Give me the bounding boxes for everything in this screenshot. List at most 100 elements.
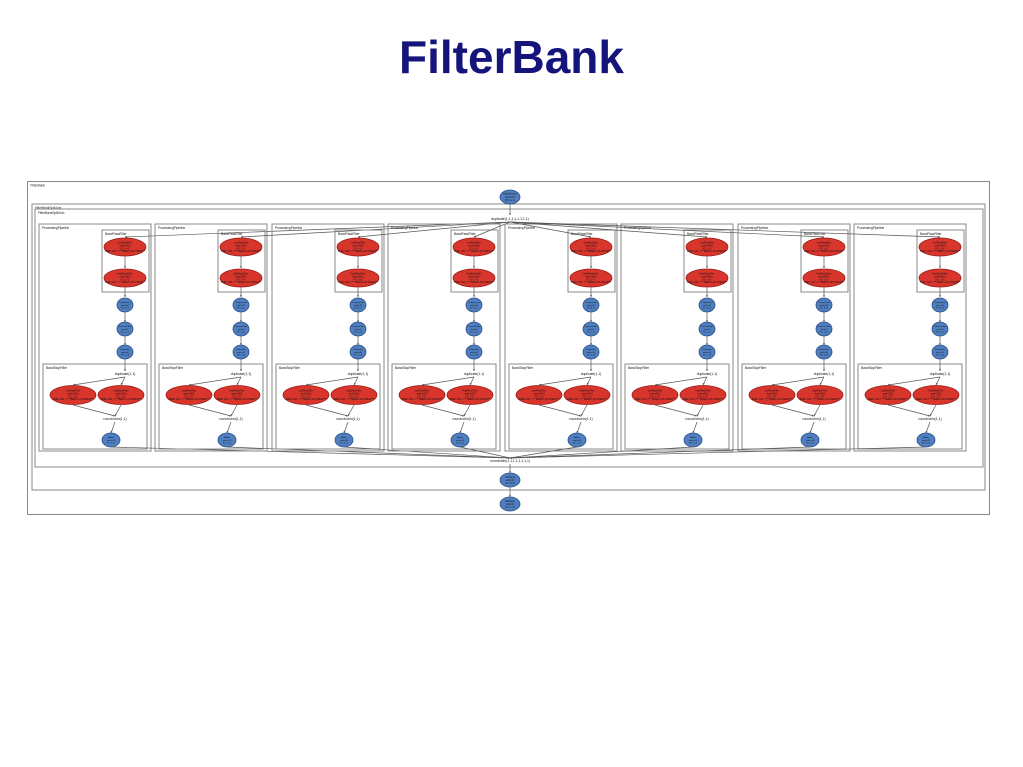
frame-bandpass-0 [101,229,150,293]
node-process-4-text: ProcessFilter [585,325,598,328]
node-expander-7-text: Expander [935,348,945,351]
frame-filterbank [27,181,990,515]
node-stop-lowpass-0-text: PEEK: 128 ->*** PEEKS 127 AHEAD*** [53,398,94,401]
edge-ssplit-r-6 [819,376,825,386]
node-expander-3-text: work=41 [470,351,479,354]
node-stop-lowpass-3-text: I/O: 1->1 [417,395,427,398]
node-adder-5-text: work=23 [689,439,698,442]
frame-pipeline-7-label: ProcessingPipeline [857,226,884,230]
edge-l-sjoin-0 [72,404,116,417]
node-lowpass-7-text: PEEK: 128 ->*** PEEKS 127 AHEAD*** [920,250,961,253]
frame-bandstop-7 [857,363,963,450]
node-stop-split-0: duplicate(1,1) [115,372,136,376]
node-highpass-3-text: HighPassFilter [467,272,482,275]
node-lowpass-5-text: PEEK: 128 ->*** PEEKS 127 AHEAD*** [687,250,728,253]
edge-ssplit-l-0 [72,376,126,386]
node-highpass-3-text: PEEK: 128 ->*** PEEKS 127 AHEAD*** [454,281,495,284]
node-stop-highpass-0-text: PEEK: 128 ->*** PEEKS 127 AHEAD*** [101,398,142,401]
node-highpass-6-text: PEEK: 128 ->*** PEEKS 127 AHEAD*** [804,281,845,284]
frame-filterbank-label: FilterBank [31,184,46,188]
edge-ssplit-l-4 [538,376,592,386]
node-adder-0-text: Adder [108,436,114,439]
node-expander-0-text: I/O: 1->8 [121,354,130,357]
node-data-source-text: work=13 [505,195,515,199]
node-lowpass-5-text: LowPassFilter [700,241,715,244]
node-stop-highpass-5-text: work=3621 [697,392,709,395]
frame-bandstop-1-label: BandStopFilter [162,366,184,370]
edge-sjoin-adder-1 [226,421,232,434]
edge-r-sjoin-0 [114,404,122,417]
node-adder-4-text: work=23 [573,439,582,442]
frame-pipeline-7 [853,223,967,452]
node-highpass-7-text: work=3621 [934,275,946,278]
node-lowpass-6-text: LowPassFilter [817,241,832,244]
frame-pipeline-1-label: ProcessingPipeline [158,226,185,230]
node-expander-4-text: Expander [586,348,596,351]
node-lowpass-0-text: work=3621 [119,244,131,247]
node-process-2-text: ProcessFilter [352,325,365,328]
node-lowpass-4-text: LowPassFilter [584,241,599,244]
node-expander-0-text: work=41 [121,351,130,354]
node-stop-split-5: duplicate(1,1) [697,372,718,376]
node-highpass-5-text: HighPassFilter [700,272,715,275]
frame-bandpass-1 [217,229,266,293]
node-stop-split-2: duplicate(1,1) [348,372,369,376]
node-process-3-text: work=6 [470,328,478,331]
node-data-sink-text: I/O: 1->0 [505,506,515,509]
node-stop-join-5: roundrobin(1,1) [685,417,708,421]
node-expander-2-text: Expander [353,348,363,351]
node-stop-highpass-3-text: I/O: 1->1 [465,395,475,398]
node-adder-1-text: work=23 [223,439,232,442]
node-lowpass-4-text: I/O: 1->1 [586,247,596,250]
node-adder-7-text: Adder [923,436,929,439]
node-highpass-5-text: I/O: 1->1 [702,278,712,281]
edge-r-sjoin-4 [580,404,588,417]
edge-ssplit-r-7 [935,376,941,386]
node-highpass-0-text: I/O: 1->1 [120,278,130,281]
node-process-2-text: I/O: 1->1 [354,331,363,334]
node-stop-highpass-4-text: HighPassFilter [580,389,595,392]
edge-l-sjoin-3 [421,404,465,417]
frame-bandpass-5 [683,229,732,293]
node-process-5-text: I/O: 1->1 [703,331,712,334]
node-stop-highpass-6-text: PEEK: 128 ->*** PEEKS 127 AHEAD*** [800,398,841,401]
frame-bandpass-4-label: BandPassFilter [571,232,594,236]
node-process-7-text: ProcessFilter [934,325,947,328]
node-stop-lowpass-6-text: work=3621 [766,392,778,395]
node-lowpass-3-text: work=3621 [468,244,480,247]
edge-sjoin-adder-0 [110,421,116,434]
node-stop-lowpass-6-text: I/O: 1->1 [767,395,777,398]
edge-r-sjoin-3 [463,404,471,417]
node-highpass-2-text: PEEK: 128 ->*** PEEKS 127 AHEAD*** [338,281,379,284]
node-stop-highpass-2-text: PEEK: 128 ->*** PEEKS 127 AHEAD*** [334,398,375,401]
node-compressor-2-text: work=41 [354,304,363,307]
node-stop-split-3: duplicate(1,1) [464,372,485,376]
node-data-source-text: DataSource [503,192,517,196]
node-process-4-text: I/O: 1->1 [587,331,596,334]
node-data-sink-text: DataSink [505,500,516,503]
edge-adder-join-7 [509,446,927,459]
edge-ssplit-l-7 [887,376,941,386]
frame-pipeline-1 [154,223,268,452]
frame-bandstop-2 [275,363,381,450]
node-combine-text: Combine [505,476,515,479]
node-stop-lowpass-3-text: work=3621 [416,392,428,395]
edge-sjoin-adder-6 [809,421,815,434]
frame-pipeline-0 [38,223,152,452]
node-expander-0-text: Expander [120,348,130,351]
node-adder-6-text: work=23 [806,439,815,442]
node-stop-join-3: roundrobin(1,1) [452,417,475,421]
edge-split-4 [509,221,592,238]
node-highpass-2-text: work=3621 [352,275,364,278]
frame-splitjoin-inner [34,208,984,468]
node-highpass-4-text: work=3621 [585,275,597,278]
node-stop-lowpass-3-text: LowPassFilter [415,389,430,392]
node-stop-lowpass-4-text: LowPassFilter [532,389,547,392]
node-lowpass-7-text: work=3621 [934,244,946,247]
frame-bandpass-5-label: BandPassFilter [687,232,710,236]
node-compressor-4-text: I/O: 8->1 [587,307,596,310]
edge-r-sjoin-6 [813,404,821,417]
frame-bandpass-4 [567,229,616,293]
edge-ssplit-r-1 [236,376,242,386]
edge-split-6 [509,221,825,238]
